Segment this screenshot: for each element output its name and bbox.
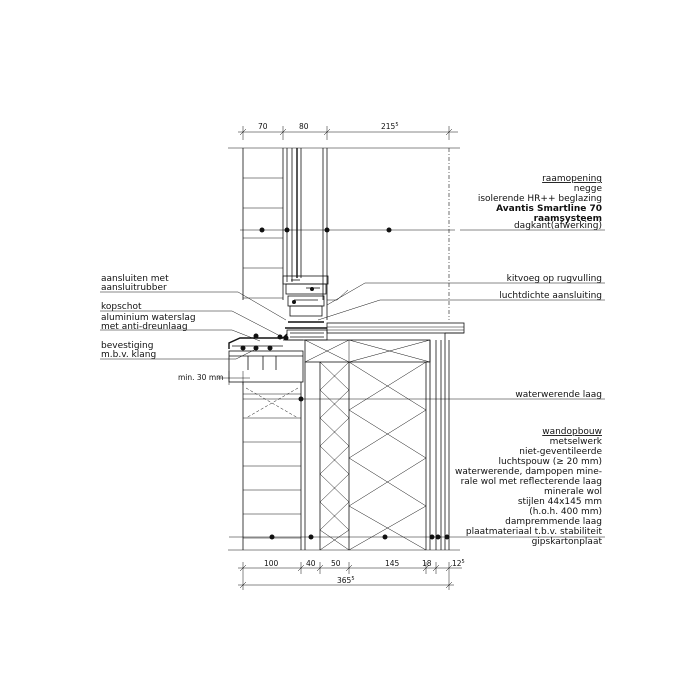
label-hoh: (h.o.h. 400 mm) [529, 507, 602, 517]
label-aansluiten-1: aansluiten met [101, 274, 169, 284]
label-aansluiten-2: aansluitrubber [101, 283, 167, 293]
labels-left: aansluiten met aansluitrubber kopschot a… [101, 274, 196, 360]
lower-wall [228, 332, 605, 551]
dim-top-80: 80 [299, 122, 309, 131]
dim-bottom-40: 40 [306, 559, 316, 568]
label-raamopening: raamopening [542, 174, 602, 184]
dim-bottom-12-5: 125 [452, 559, 465, 568]
label-plaatmateriaal: plaatmateriaal t.b.v. stabiliteit [466, 527, 603, 537]
label-waterslag-2: met anti-dreunlaag [101, 322, 188, 332]
label-waterslag-1: aluminium waterslag [101, 313, 196, 323]
label-metselwerk: metselwerk [550, 437, 603, 447]
label-wandopbouw: wandopbouw [542, 427, 602, 437]
bottom-dimension-line: 100 40 50 145 18 125 3655 [238, 559, 465, 590]
dim-bottom-145: 145 [385, 559, 400, 568]
aluminium-waterslag: min. 30 mm [178, 333, 304, 385]
label-waterwerende-laag: waterwerende laag [515, 390, 602, 400]
leaders-left [100, 291, 287, 360]
top-dimension-line: 70 80 2155 [238, 122, 458, 140]
label-raamsysteem: raamsysteem [534, 214, 602, 224]
dim-min-30mm: min. 30 mm [178, 373, 223, 382]
dim-top-70: 70 [258, 122, 268, 131]
label-gipskartonplaat: gipskartonplaat [532, 537, 603, 547]
label-minerale-wol: minerale wol [544, 487, 602, 497]
labels-right-top: raamopening negge isolerende HR++ beglaz… [478, 174, 603, 400]
label-kopschot: kopschot [101, 302, 142, 312]
label-bevestiging-2: m.b.v. klang [101, 350, 156, 360]
dim-bottom-100: 100 [264, 559, 279, 568]
dim-top-215: 2155 [381, 122, 399, 131]
label-waterwerende-mine: waterwerende, dampopen mine- [455, 467, 602, 477]
label-niet-geventileerde: niet-geventileerde [519, 447, 602, 457]
label-luchtspouw: luchtspouw (≥ 20 mm) [499, 457, 603, 467]
leaders-right [317, 229, 605, 321]
upper-wall [228, 147, 460, 320]
dim-bottom-total: 3655 [337, 576, 355, 585]
label-rale-wol: rale wol met reflecterende laag [461, 477, 602, 487]
label-stijlen: stijlen 44x145 mm [518, 497, 602, 507]
label-bevestiging-1: bevestiging [101, 341, 153, 351]
window-sill-profile [282, 275, 465, 341]
dim-bottom-18: 18 [422, 559, 432, 568]
dim-bottom-50: 50 [331, 559, 341, 568]
labels-right-bottom: wandopbouw metselwerk niet-geventileerde… [455, 427, 603, 547]
label-avantis: Avantis Smartline 70 [496, 204, 602, 214]
label-kitvoeg: kitvoeg op rugvulling [507, 274, 602, 284]
label-beglazing: isolerende HR++ beglazing [478, 194, 602, 204]
timber-sill-plate [304, 339, 431, 363]
label-negge: negge [574, 184, 603, 194]
label-dampremmend: dampremmende laag [505, 517, 602, 527]
label-luchtdicht: luchtdichte aansluiting [499, 291, 602, 301]
label-dagkant: dagkant(afwerking) [514, 221, 602, 231]
